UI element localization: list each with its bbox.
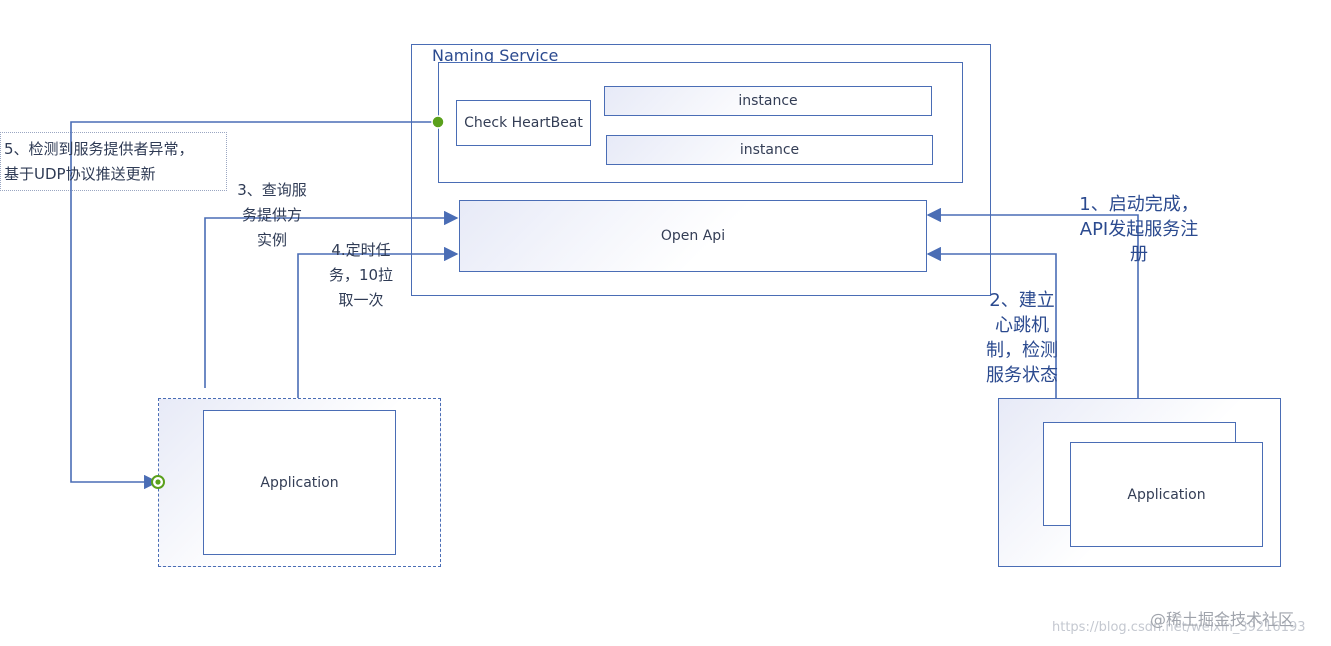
note-line: 基于UDP协议推送更新: [4, 165, 156, 183]
heartbeat-node-dot: [431, 115, 445, 129]
instance-box: instance: [604, 86, 932, 116]
watermark-url: https://blog.csdn.net/weixin_39216193: [1052, 620, 1306, 635]
naming-service-title: Naming Service: [432, 45, 559, 65]
note-line: 实例: [256, 231, 287, 249]
check-heartbeat-box: Check HeartBeat: [456, 100, 591, 146]
consumer-app-box: Application: [203, 410, 396, 555]
query-step-note: 3、查询服 务提供方 实例: [222, 178, 322, 253]
note-line: 制，检测: [986, 340, 1058, 361]
register-arrow: [926, 207, 1139, 398]
poll-step-note: 4.定时任 务，10拉 取一次: [318, 238, 404, 313]
note-line: 务提供方: [241, 206, 302, 224]
note-line: 务，10拉: [328, 266, 394, 284]
note-line: 3、查询服: [237, 181, 307, 199]
instance-box: instance: [606, 135, 933, 165]
note-line: 服务状态: [986, 365, 1058, 386]
heartbeat-arrow: [926, 246, 1057, 398]
push-note-box: [0, 132, 227, 191]
push-update-arrow: [70, 121, 438, 490]
note-line: 1、启动完成，: [1079, 194, 1199, 215]
heartbeat-step-note: 2、建立 心跳机 制，检测 服务状态: [976, 288, 1068, 388]
push-step-note: 5、检测到服务提供者异常， 基于UDP协议推送更新: [4, 137, 224, 187]
note-line: 2、建立: [989, 290, 1055, 311]
note-line: API发起服务注: [1079, 219, 1199, 240]
open-api-box: Open Api: [459, 200, 927, 272]
poll-arrow: [297, 246, 459, 398]
note-line: 5、检测到服务提供者异常，: [4, 140, 194, 158]
note-line: 册: [1130, 244, 1148, 265]
provider-app-box: Application: [1070, 442, 1263, 547]
note-line: 心跳机: [995, 315, 1049, 336]
consumer-node-dot: [155, 479, 161, 485]
note-line: 4.定时任: [331, 241, 391, 259]
watermark-brand: @稀土掘金技术社区: [1150, 610, 1295, 629]
note-line: 取一次: [338, 291, 384, 309]
register-step-note: 1、启动完成， API发起服务注 册: [1064, 192, 1214, 267]
query-arrow: [204, 210, 459, 388]
